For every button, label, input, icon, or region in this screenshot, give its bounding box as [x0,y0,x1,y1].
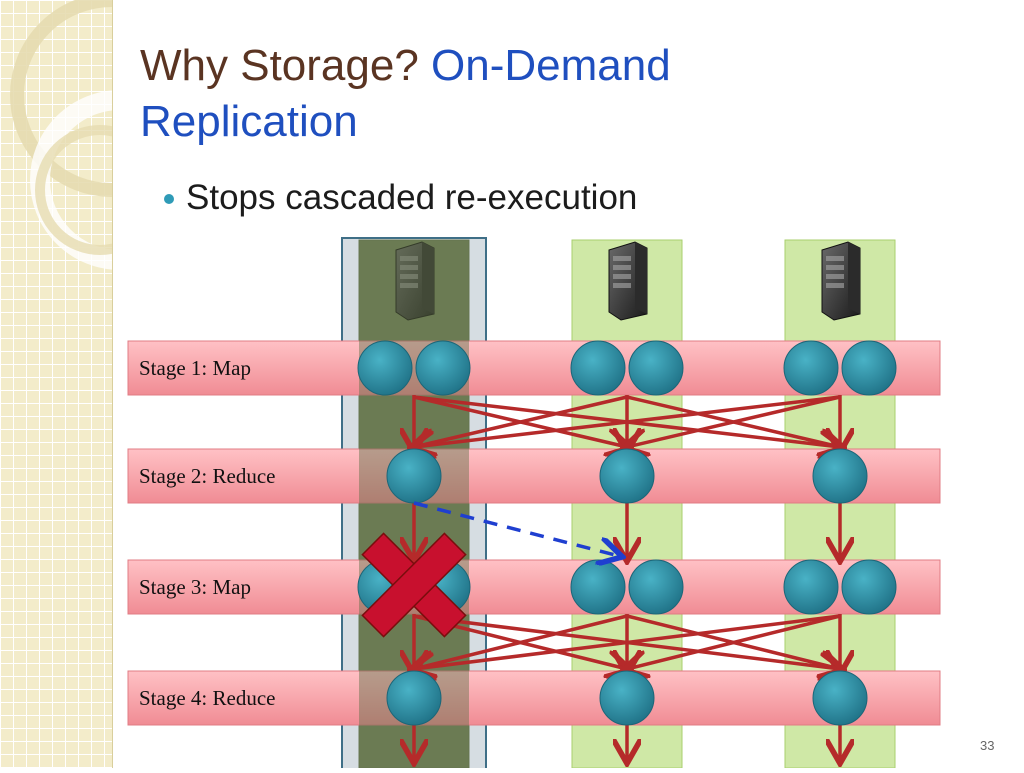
task-circle [570,340,626,396]
task-circle [570,559,626,615]
task-circle [628,340,684,396]
stage-label-4: Stage 4: Reduce [139,686,275,710]
task-circle [599,448,655,504]
stage-band-4 [127,670,941,726]
replication-arrow [413,501,619,556]
task-circle [599,670,655,726]
shuffle-arrow [414,395,628,447]
task-circle [386,670,442,726]
server-icon [608,241,648,321]
shuffle-arrow [627,614,841,669]
bullet-item: Stops cascaded re-execution [164,178,638,218]
stage-label-1: Stage 1: Map [139,356,251,380]
task-circle [812,448,868,504]
shuffle-arrow [414,614,628,669]
task-circle [783,559,839,615]
task-circle [386,448,442,504]
task-circle [812,670,868,726]
title-main: Why Storage? [140,41,419,90]
failure-x-icon [361,532,467,638]
server-icon [395,241,435,321]
stage-band-2 [127,448,941,504]
shuffle-arrow [414,395,841,447]
page-number: 33 [980,738,995,753]
shuffle-arrow [627,395,841,447]
decorative-sidebar [0,0,214,768]
task-circle [783,340,839,396]
slide-title: Why Storage? On-Demand Replication [140,38,860,150]
task-circle [841,340,897,396]
bullet-text: Stops cascaded re-execution [186,178,638,217]
server-icon [821,241,861,321]
task-circle [357,340,413,396]
task-circle [628,559,684,615]
stage-label-3: Stage 3: Map [139,575,251,599]
stage-label-2: Stage 2: Reduce [139,464,275,488]
title-accent: On-Demand Replication [140,41,671,146]
task-circle [841,559,897,615]
task-circle [415,340,471,396]
shuffle-arrow [414,614,841,669]
bullet-dot-icon [164,194,174,204]
